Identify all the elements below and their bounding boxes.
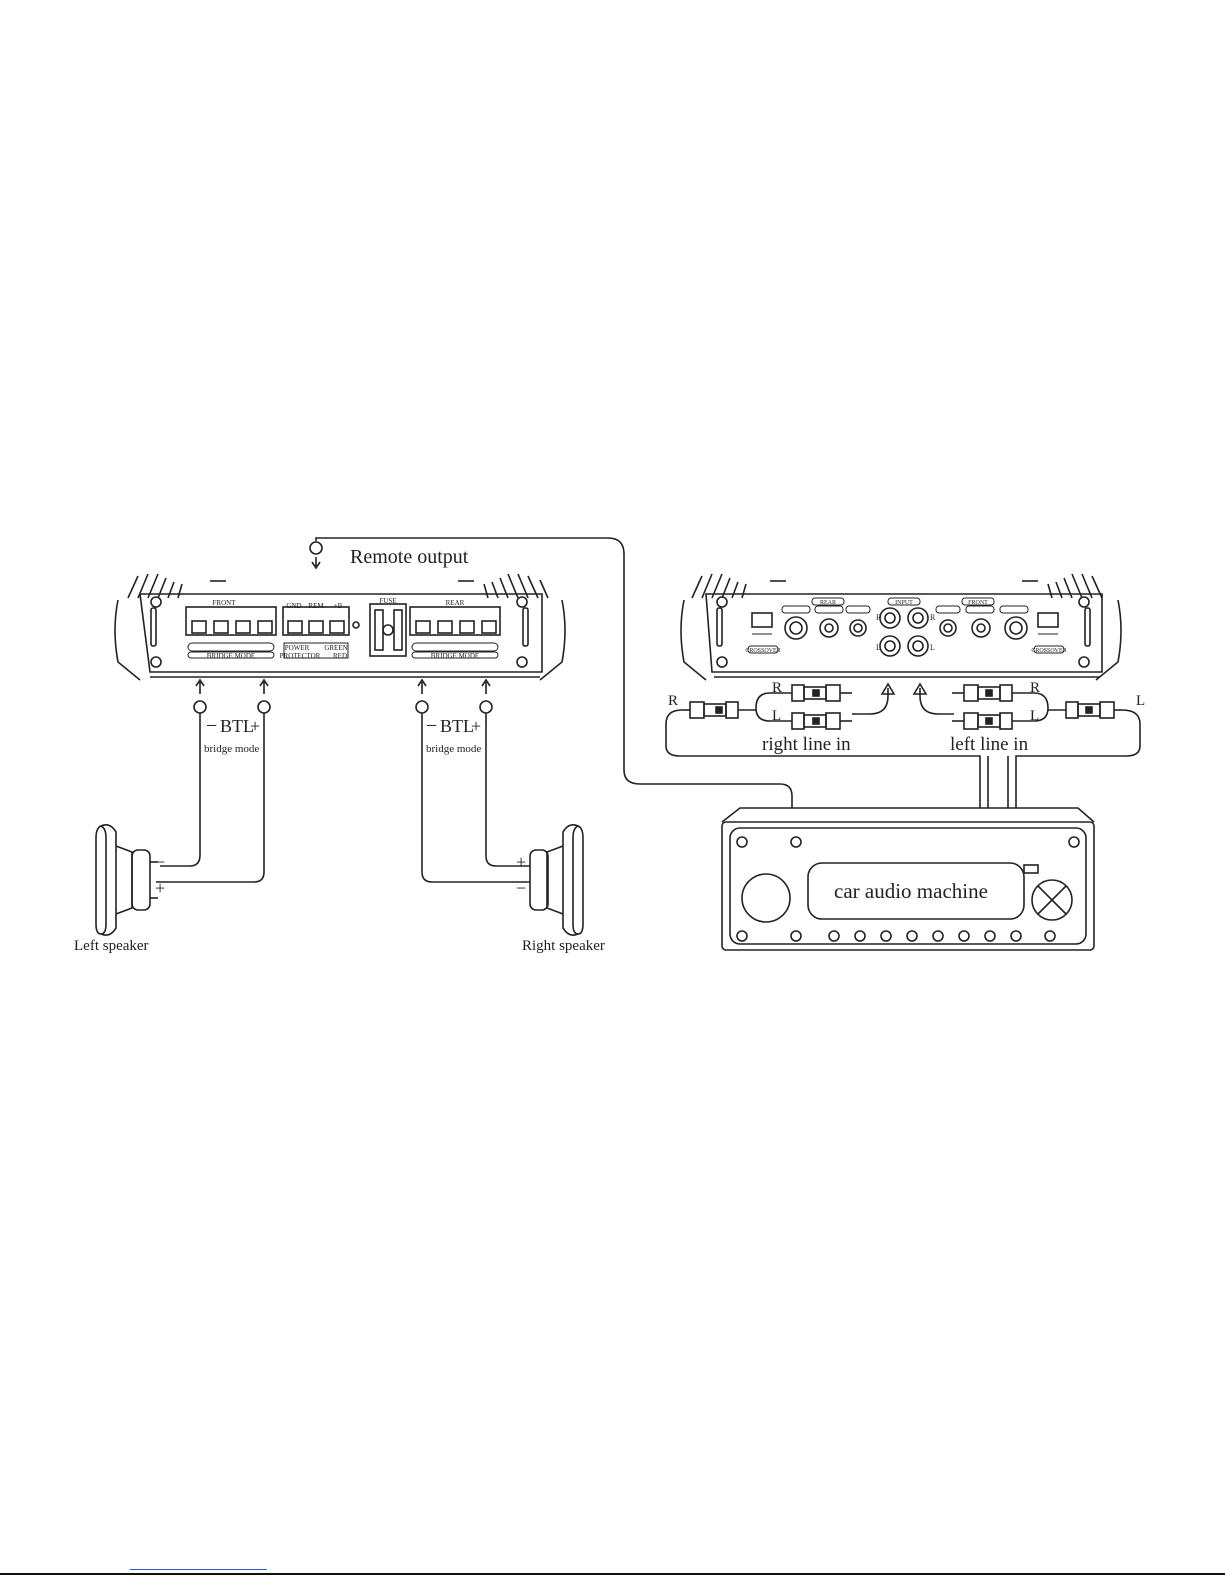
right-btl-plus: + — [471, 716, 481, 736]
right-channel-wiring — [416, 680, 530, 882]
rem-label: REM — [308, 602, 324, 610]
footer-link-underline[interactable] — [130, 1569, 267, 1570]
amp2-front-label: FRONT — [968, 600, 988, 606]
amp2-input-label: INPUT — [895, 600, 913, 606]
right-speaker-label: Right speaker — [522, 938, 605, 954]
left-line-in-label: left line in — [950, 734, 1029, 755]
bridge-mode-right-label: BRIDGE MODE — [431, 652, 479, 660]
b-label: +B — [334, 602, 343, 610]
left-btl-label: BTL — [220, 716, 254, 736]
right-btl-minus: − — [426, 715, 437, 737]
left-bridge-mode-label: bridge mode — [204, 743, 259, 755]
amp2-crossover-right-label: CROSSOVER — [1031, 648, 1066, 654]
rca-l-label-inner: L — [772, 708, 781, 724]
right-speaker — [530, 825, 583, 935]
left-btl-minus: − — [206, 715, 217, 737]
right-bridge-mode-label: bridge mode — [426, 743, 481, 755]
red-label: RED — [333, 652, 347, 660]
rca-r-label-outer: R — [668, 693, 678, 709]
front-label: FRONT — [213, 599, 237, 607]
right-amp-labels: REAR INPUT FRONT CROSSOVER CROSSOVER R R… — [745, 600, 1066, 654]
amp2-input-r-left: R — [876, 613, 882, 622]
rca-r-label-left-group: R — [1030, 680, 1040, 696]
left-btl-plus: + — [250, 716, 260, 736]
remote-output-label: Remote output — [350, 546, 469, 568]
rca-l-label-outer: L — [1136, 693, 1145, 709]
right-amplifier — [681, 574, 1121, 680]
left-speaker-label: Left speaker — [74, 938, 149, 954]
head-unit-display: car audio machine — [834, 879, 988, 903]
fuse-label: FUSE — [379, 597, 396, 605]
power-label: POWER — [285, 644, 310, 652]
rca-l-label-left-group: L — [1030, 708, 1039, 724]
protector-label: PROTECTOR — [280, 652, 321, 660]
left-speaker — [96, 825, 158, 935]
amp2-input-l-right: L — [930, 643, 935, 652]
right-btl-label: BTL — [440, 716, 474, 736]
amp2-rear-label: REAR — [820, 600, 836, 606]
right-line-in-label: right line in — [762, 734, 851, 755]
rca-cables — [666, 684, 1140, 808]
left-channel-wiring — [156, 680, 270, 882]
amp2-input-r-right: R — [930, 613, 936, 622]
left-amplifier — [115, 574, 565, 680]
right-speaker-plus: + — [516, 852, 526, 872]
amp2-crossover-left-label: CROSSOVER — [745, 648, 780, 654]
gnd-label: GND — [286, 602, 301, 610]
green-label: GREEN — [324, 644, 347, 652]
rca-r-label-inner: R — [772, 680, 782, 696]
rear-label: REAR — [446, 599, 465, 607]
left-speaker-plus: + — [155, 878, 165, 898]
amp2-input-l-left: L — [876, 643, 881, 652]
bridge-mode-left-label: BRIDGE MODE — [207, 652, 255, 660]
footer-rule — [0, 1573, 1225, 1575]
right-speaker-minus: − — [516, 878, 526, 898]
